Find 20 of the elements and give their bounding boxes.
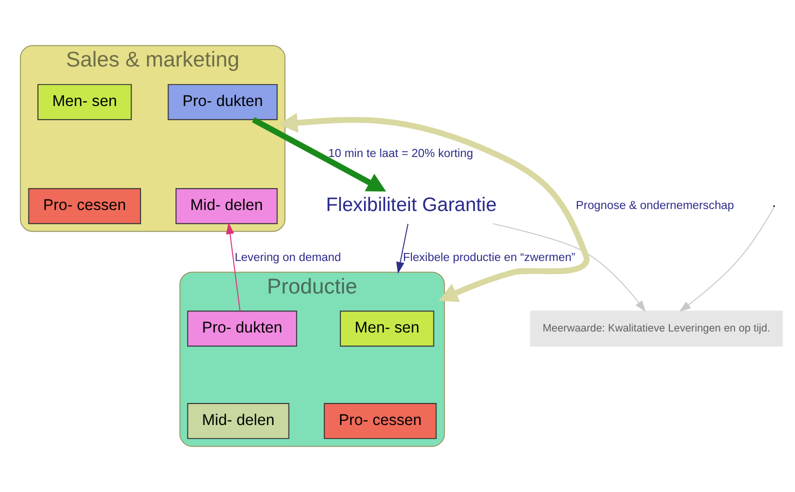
node-box: Men- sen [340,310,434,347]
arrow [252,117,386,192]
edge-label: 10 min te laat = 20% korting [328,147,474,160]
node-box: Pro- cessen [28,188,142,224]
arrow [278,112,590,302]
node-box: Meerwaarde: Kwalitatieve Leveringen en op tijd. [530,310,783,347]
node-text: Flexibiliteit Garantie [326,194,497,216]
edge-label: Flexibele productie en “zwermen” [402,251,576,264]
node-box: Pro- cessen [324,403,437,440]
node-box: Men- sen [37,84,132,120]
edge-label: Prognose & ondernemerschap [576,199,734,212]
arrow [396,223,408,274]
edge-label: Levering on demand [234,251,341,264]
node-box: Mid- delen [187,403,290,440]
arrow [492,223,646,312]
node-box: Mid- delen [176,188,278,224]
node-box: Pro- dukten [187,310,298,347]
arrow [679,206,775,312]
node-box: Pro- dukten [168,84,278,120]
arrow [226,222,240,312]
